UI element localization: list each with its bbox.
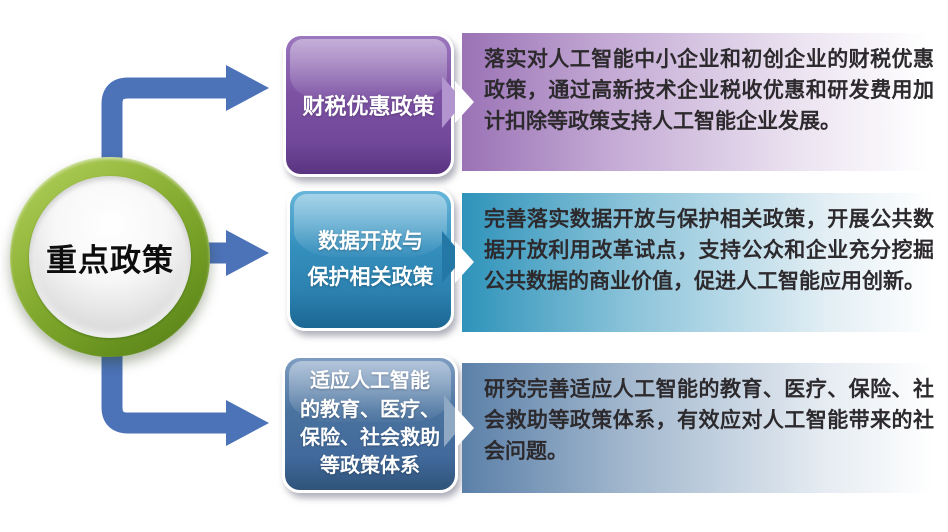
panel-social-policy-description: 研究完善适应人工智能的教育、医疗、保险、社会救助等政策体系，有效应对人工智能带来…: [462, 363, 948, 493]
panel-fiscal-tax-description: 落实对人工智能中小企业和初创企业的财税优惠政策，通过高新技术企业税收优惠和研发费…: [462, 33, 948, 171]
box-label: 财税优惠政策: [302, 94, 435, 119]
hub-circle: 重点政策: [10, 157, 210, 357]
hub-label: 重点政策: [46, 242, 174, 278]
box-fiscal-tax-policy: 财税优惠政策: [283, 33, 454, 177]
box-label: 适应人工智能 的教育、医疗、 保险、社会救助 等政策体系: [300, 370, 440, 478]
hub-sphere: 重点政策: [29, 176, 191, 338]
box-data-open-protection-policy: 数据开放与 保护相关政策: [287, 188, 454, 331]
box-social-policy-system: 适应人工智能 的教育、医疗、 保险、社会救助 等政策体系: [282, 355, 458, 493]
arrow-bottom: [101, 330, 269, 446]
panel-data-open-description: 完善落实数据开放与保护相关政策，开展公共数据开放利用改革试点，支持公众和企业充分…: [462, 193, 948, 332]
box-label: 数据开放与 保护相关政策: [307, 229, 434, 289]
arrow-top: [101, 65, 269, 186]
